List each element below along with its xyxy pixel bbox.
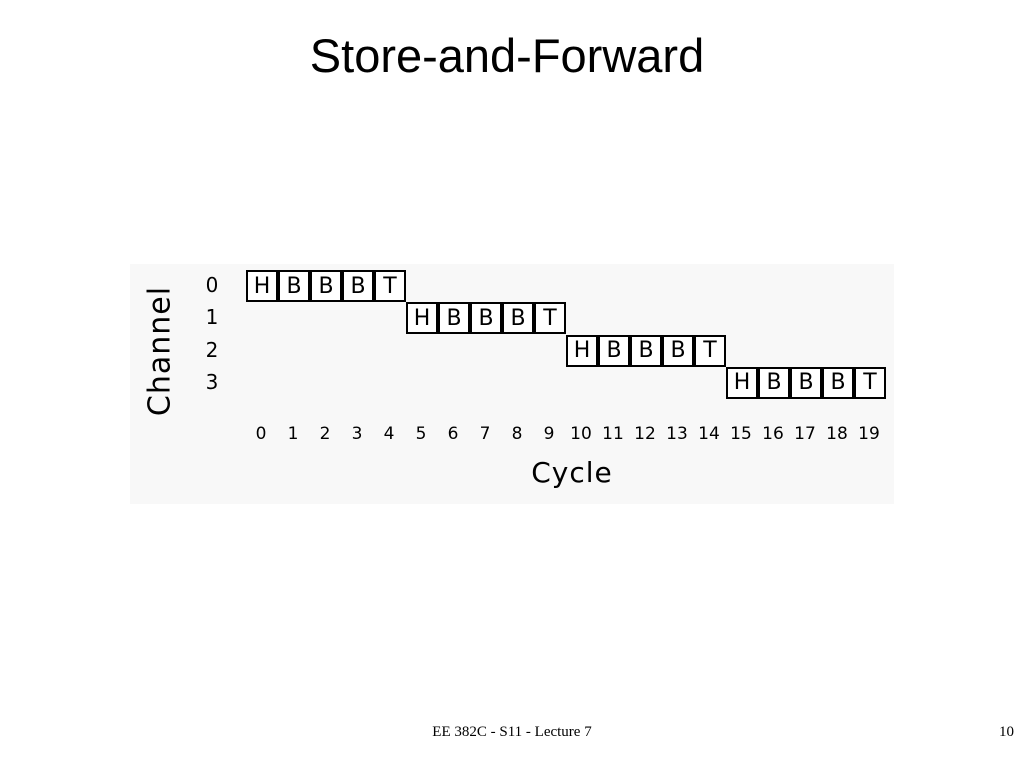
flit-cell: T [534, 302, 566, 335]
flit-cell: B [662, 334, 694, 367]
flit-cell: B [310, 270, 342, 302]
y-axis-title: Channel [142, 285, 178, 417]
flit-cell: T [854, 366, 886, 399]
page-number: 10 [999, 724, 1014, 740]
cycle-tick-label: 9 [543, 424, 555, 444]
cycle-tick-label: 2 [319, 424, 331, 444]
cycle-tick-label: 8 [511, 424, 523, 444]
cycle-tick-label: 6 [447, 424, 459, 444]
flit-cell: B [822, 366, 854, 399]
flit-cell: B [278, 270, 310, 302]
flit-cell: B [470, 302, 502, 335]
cycle-tick-label: 7 [479, 424, 491, 444]
cycle-tick-label: 12 [634, 424, 656, 444]
x-axis-title: Cycle [531, 456, 613, 489]
flit-cell: B [502, 302, 534, 335]
flit-cell: H [726, 366, 758, 399]
cycle-tick-label: 5 [415, 424, 427, 444]
channel-label: 0 [205, 273, 219, 297]
cycle-tick-label: 19 [858, 424, 880, 444]
flit-cell: H [566, 334, 598, 367]
flit-cell: B [630, 334, 662, 367]
cycle-tick-label: 15 [730, 424, 752, 444]
footer-text: EE 382C - S11 - Lecture 7 [432, 724, 592, 740]
cycle-tick-label: 1 [287, 424, 299, 444]
flit-cell: B [598, 334, 630, 367]
slide-title: Store-and-Forward [309, 29, 705, 82]
channel-label: 1 [205, 305, 219, 330]
flit-cell: H [406, 302, 438, 335]
cycle-tick-label: 11 [602, 424, 624, 444]
channel-label: 3 [205, 369, 219, 394]
flit-cell: T [374, 270, 406, 302]
channel-label: 2 [205, 337, 219, 362]
cycle-tick-label: 16 [762, 424, 784, 444]
flit-cell: B [790, 366, 822, 399]
cycle-tick-label: 0 [255, 424, 267, 444]
cycle-tick-label: 14 [698, 424, 720, 444]
cycle-tick-label: 17 [794, 424, 816, 444]
cycle-tick-label: 13 [666, 424, 688, 444]
flit-cell: B [758, 366, 790, 399]
flit-cell: B [438, 302, 470, 335]
cycle-tick-label: 3 [351, 424, 363, 444]
cycle-tick-label: 4 [383, 424, 395, 444]
flit-cell: H [246, 270, 278, 302]
flit-cell: B [342, 270, 374, 302]
cycle-tick-label: 18 [826, 424, 848, 444]
flit-cell: T [694, 334, 726, 367]
cycle-tick-label: 10 [570, 424, 592, 444]
